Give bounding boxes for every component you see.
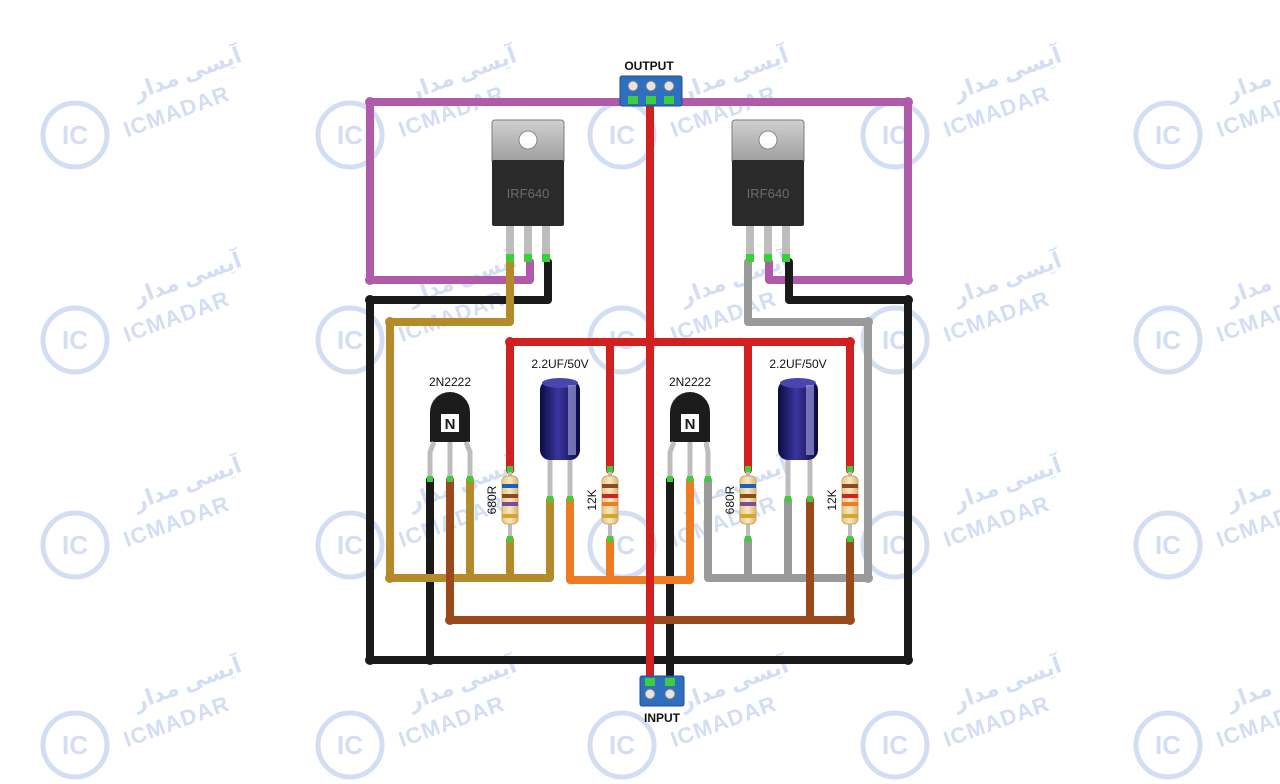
transistor-right-mark: N — [685, 416, 696, 433]
resistor-680-left: 680R — [485, 470, 519, 540]
junctions — [365, 97, 913, 665]
pin-markers — [427, 466, 853, 542]
wires — [366, 96, 912, 682]
input-label: INPUT — [644, 711, 681, 725]
transistor-left: N 2N2222 — [427, 375, 473, 480]
output-terminal: OUTPUT — [619, 59, 683, 107]
watermark-badge: IC — [1155, 120, 1181, 150]
watermark-badge: IC — [62, 120, 88, 150]
resistor-12k-right: 12K — [825, 470, 859, 540]
wire-black-right-gate — [785, 258, 912, 664]
mosfet-right: IRF640 — [731, 119, 805, 262]
watermark-text-persian: آیسی مدار — [1221, 450, 1280, 515]
watermark-badge: IC — [609, 120, 635, 150]
resistor-680-right: 680R — [723, 470, 757, 540]
watermark-badge: IC — [1155, 325, 1181, 355]
wire-red-left — [506, 338, 614, 474]
watermark-badge: IC — [609, 730, 635, 760]
resistor-12k-left: 12K — [585, 470, 619, 540]
watermark-badge: IC — [62, 325, 88, 355]
resistor-12k-left-label: 12K — [585, 489, 599, 510]
wire-gold — [386, 258, 554, 582]
resistor-12k-right-label: 12K — [825, 489, 839, 510]
input-terminal: INPUT — [639, 675, 685, 725]
output-label: OUTPUT — [624, 59, 674, 73]
watermark-badge: IC — [62, 530, 88, 560]
transistor-left-label: 2N2222 — [429, 375, 471, 389]
mosfet-left: IRF640 — [491, 119, 565, 262]
watermark-badge: IC — [337, 730, 363, 760]
watermark-badge: IC — [337, 530, 363, 560]
watermark-text-persian: آیسی مدار — [1221, 40, 1280, 105]
wire-orange — [566, 476, 694, 584]
watermark-badge: IC — [882, 120, 908, 150]
watermark-badge: IC — [62, 730, 88, 760]
transistor-right: N 2N2222 — [667, 375, 711, 480]
watermark-badge: IC — [1155, 530, 1181, 560]
resistor-680-left-label: 680R — [485, 485, 499, 514]
resistor-680-right-label: 680R — [723, 485, 737, 514]
wire-red-right — [744, 338, 854, 474]
mosfet-left-label: IRF640 — [507, 186, 550, 201]
watermark-text-persian: آیسی مدار — [1221, 650, 1280, 715]
mosfet-right-label: IRF640 — [747, 186, 790, 201]
capacitor-right: 2.2UF/50V — [769, 357, 827, 500]
wire-black-left-gate — [366, 258, 552, 664]
transistor-left-mark: N — [445, 416, 456, 433]
watermark-badge: IC — [882, 325, 908, 355]
watermark-badge: IC — [337, 325, 363, 355]
watermark-badge: IC — [882, 530, 908, 560]
capacitor-left-label: 2.2UF/50V — [531, 357, 588, 371]
wire-gray — [704, 258, 872, 582]
watermark-badge: IC — [882, 730, 908, 760]
capacitor-right-label: 2.2UF/50V — [769, 357, 826, 371]
watermark-badge: IC — [337, 120, 363, 150]
watermark-text-persian: آیسی مدار — [1221, 245, 1280, 310]
transistor-right-label: 2N2222 — [669, 375, 711, 389]
capacitor-left: 2.2UF/50V — [531, 357, 589, 500]
watermark-badge: IC — [1155, 730, 1181, 760]
